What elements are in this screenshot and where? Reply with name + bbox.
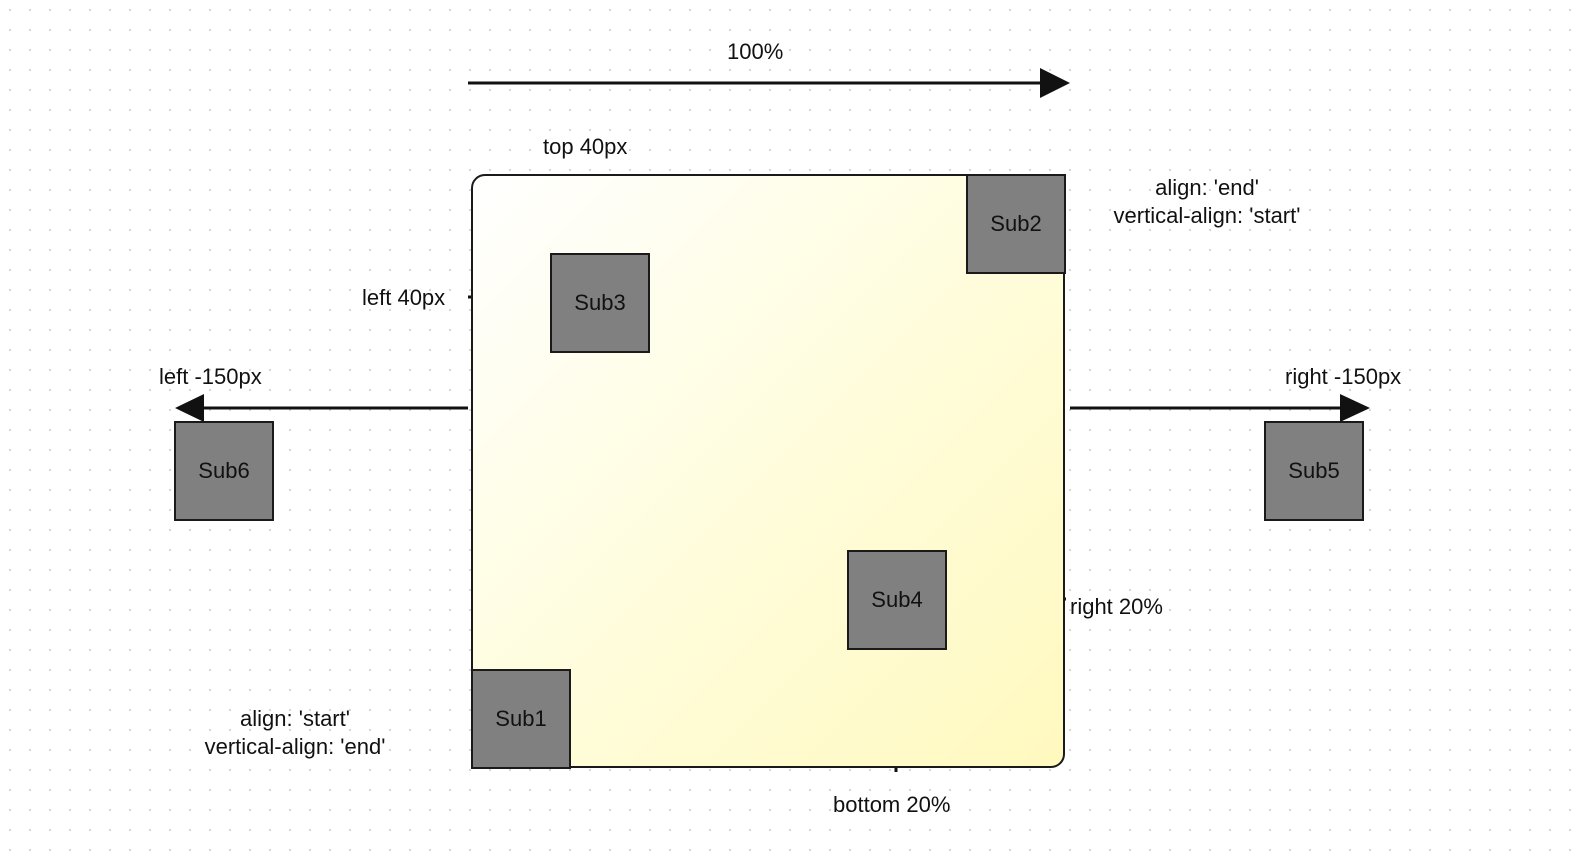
sub1-label: Sub1 [495,706,547,731]
left-negative-arrow [175,394,468,422]
sub2-box: Sub2 [966,174,1066,274]
sub5-box: Sub5 [1264,421,1364,521]
sub2-valign-text: vertical-align: 'start' [1113,203,1301,228]
sub4-box: Sub4 [847,550,947,650]
top-offset-label: top 40px [543,134,628,159]
width-label: 100% [727,39,784,64]
sub1-align-text: align: 'start' [240,706,350,731]
bottom-percent-label: bottom 20% [833,792,951,817]
sub1-box: Sub1 [471,669,571,769]
sub2-align-note: align: 'end' vertical-align: 'start' [1080,174,1334,230]
sub4-label: Sub4 [871,587,923,612]
sub3-box: Sub3 [550,253,650,353]
sub6-label: Sub6 [198,458,250,483]
sub2-align-text: align: 'end' [1155,175,1259,200]
sub5-label: Sub5 [1288,458,1340,483]
sub6-box: Sub6 [174,421,274,521]
sub2-label: Sub2 [990,211,1042,236]
sub3-label: Sub3 [574,290,626,315]
right-negative-label: right -150px [1285,364,1402,389]
sub1-align-note: align: 'start' vertical-align: 'end' [170,705,420,761]
left-offset-label: left 40px [362,285,446,310]
sub1-valign-text: vertical-align: 'end' [204,734,386,759]
right-negative-arrow [1070,394,1370,422]
right-percent-label: right 20% [1070,594,1163,619]
left-negative-label: left -150px [159,364,262,389]
width-arrow [468,68,1070,98]
